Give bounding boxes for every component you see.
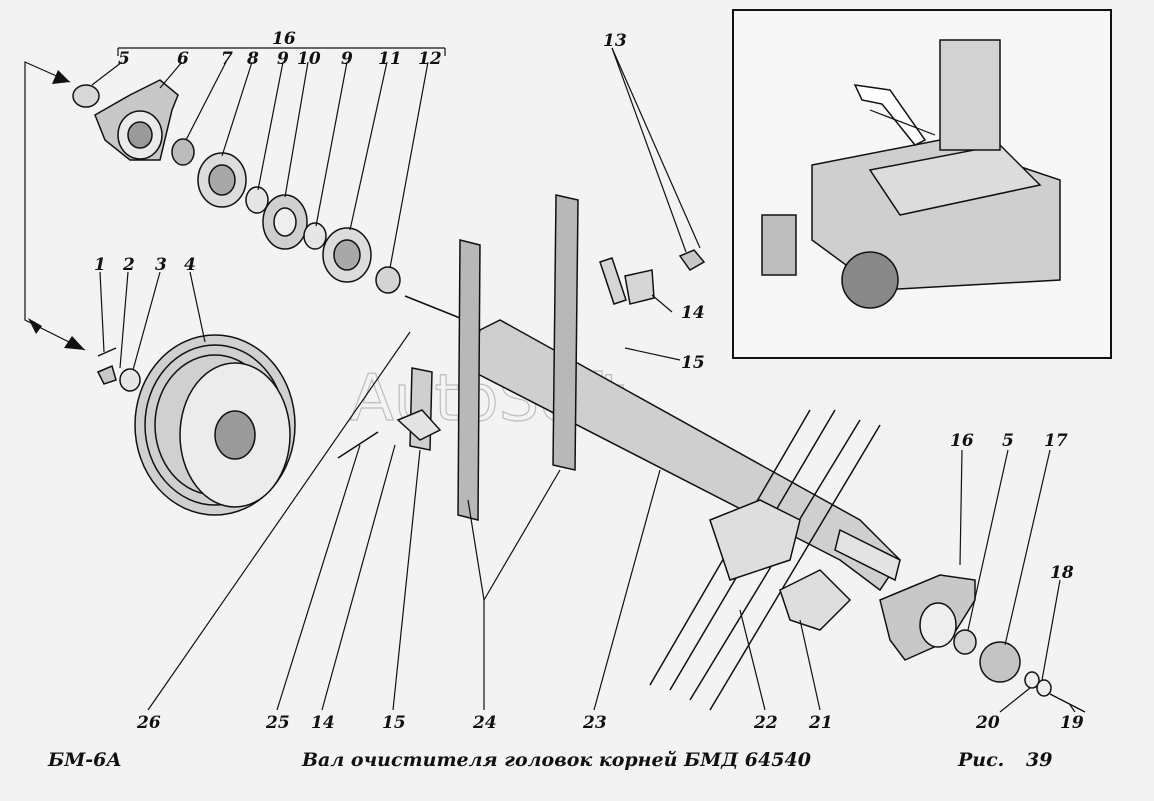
callout-24: 24: [472, 713, 497, 733]
callout-17: 17: [1044, 431, 1068, 451]
ring-part-7: [171, 138, 195, 166]
callout-14b: 14: [311, 713, 335, 733]
figure-prefix: Рис.: [957, 749, 1004, 771]
machine-inset: [732, 9, 1112, 359]
callout-labels: 16 5 6 7 8 9 10 9 11 12 13 1 2 3 4 14 15…: [94, 29, 1084, 733]
callout-5a: 5: [118, 49, 130, 69]
callout-2: 2: [122, 255, 135, 275]
sleeve-part-12: [375, 266, 401, 294]
bracket-parts-13-15: [599, 249, 706, 305]
callout-21: 21: [808, 713, 833, 733]
callout-23: 23: [582, 713, 607, 733]
fastener-parts-1-3: [96, 347, 141, 392]
callout-22: 22: [753, 713, 778, 733]
holders-part-21: [709, 499, 852, 631]
callout-14a: 14: [681, 303, 705, 323]
callout-15a: 15: [681, 353, 705, 373]
figure-number: 39: [1026, 749, 1052, 771]
callout-6: 6: [177, 49, 189, 69]
callout-5b: 5: [1002, 431, 1014, 451]
callout-10: 10: [297, 49, 321, 69]
callout-9b: 9: [341, 49, 353, 69]
clamp-part-14-15: [337, 367, 442, 459]
callout-12: 12: [418, 49, 442, 69]
pulley-part-4: [134, 334, 296, 516]
callout-4: 4: [184, 255, 196, 275]
sleeve-part-5: [72, 84, 100, 108]
plates-part-24: [457, 194, 579, 521]
callout-20: 20: [975, 713, 1000, 733]
right-housing-parts: [879, 574, 1086, 713]
callout-11: 11: [378, 49, 402, 69]
bearing-parts: [72, 79, 401, 294]
footer: БМ-6А Вал очистителя головок корней БМД …: [47, 749, 1052, 771]
callout-18: 18: [1050, 563, 1074, 583]
model-label: БМ-6А: [47, 749, 122, 771]
figure-caption: Вал очистителя головок корней БМД 64540: [301, 749, 811, 771]
callout-25: 25: [265, 713, 290, 733]
callout-13: 13: [603, 31, 627, 51]
callout-16a: 16: [272, 29, 296, 49]
leader-lines: [91, 47, 1076, 713]
return-arrow: [24, 61, 86, 351]
callout-8: 8: [246, 49, 259, 69]
callout-9a: 9: [277, 49, 289, 69]
washer-part-9b: [303, 222, 327, 250]
callout-19: 19: [1060, 713, 1084, 733]
callout-1: 1: [94, 255, 106, 275]
callout-7: 7: [221, 49, 233, 69]
callout-16b: 16: [950, 431, 974, 451]
group-16-bracket: [117, 47, 446, 56]
washer-part-9a: [245, 186, 269, 214]
callout-3: 3: [155, 255, 167, 275]
callout-26: 26: [136, 713, 161, 733]
callout-15b: 15: [382, 713, 406, 733]
